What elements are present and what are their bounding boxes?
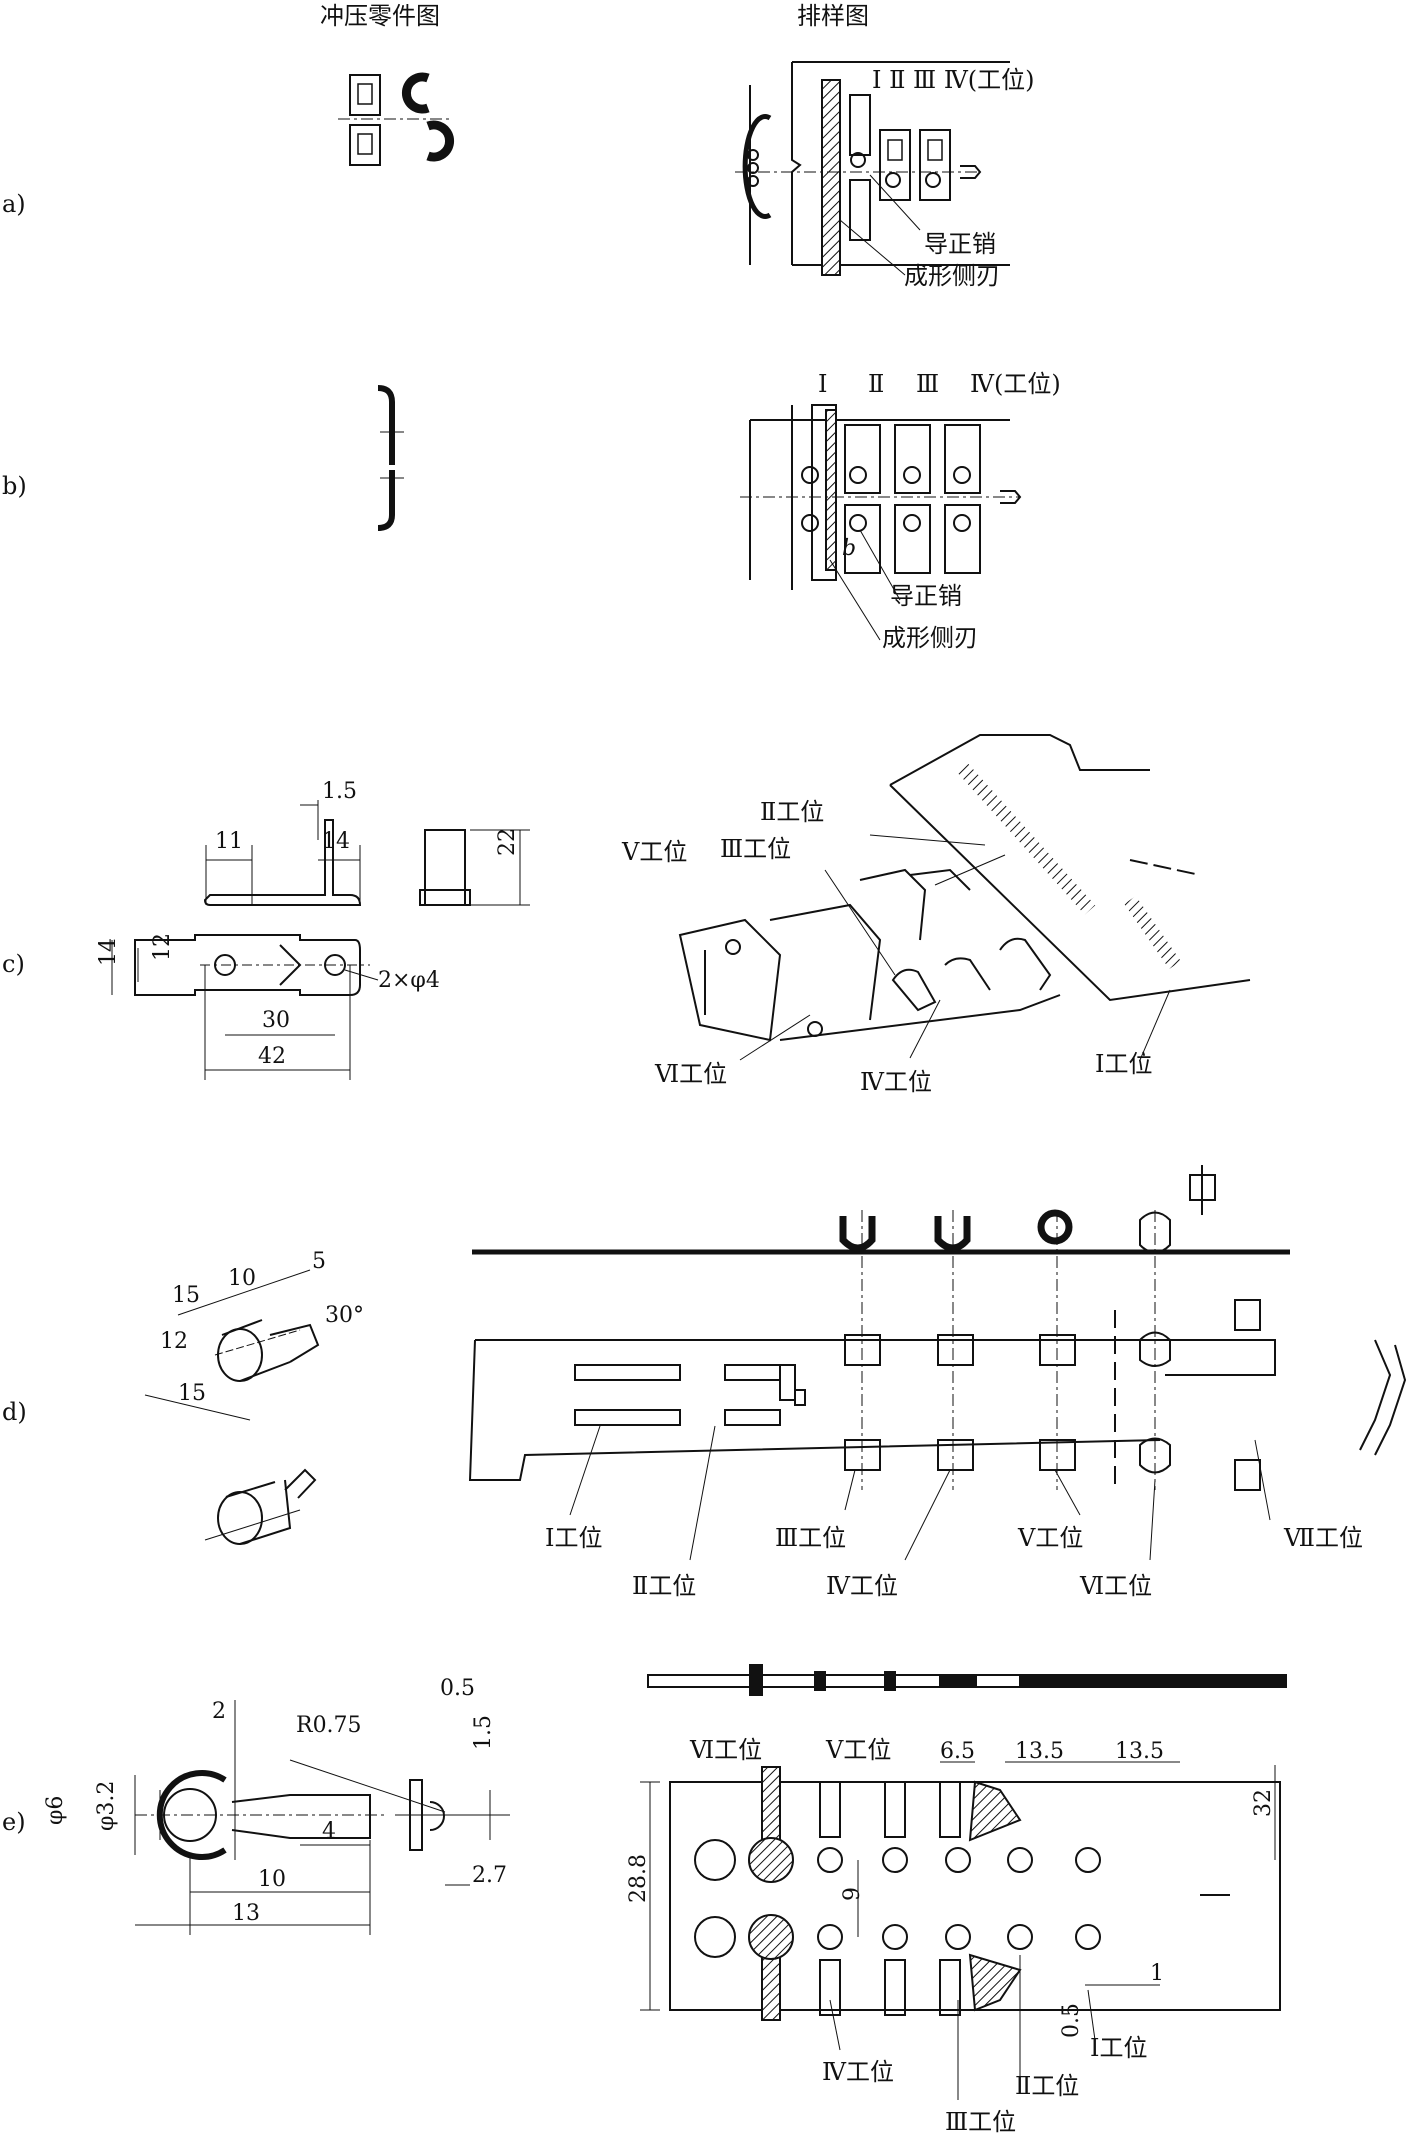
row-e-dim-6-5: 6.5 [940, 1739, 975, 1764]
row-a-part-drawing [338, 72, 454, 166]
row-e-dim-r075: R0.75 [296, 1713, 362, 1738]
row-d-station-7: Ⅶ工位 [1283, 1524, 1363, 1552]
row-e-dim-phi3-2: φ3.2 [94, 1781, 119, 1831]
row-b-station-2: Ⅱ [868, 370, 884, 398]
row-b-station-3: Ⅲ [916, 370, 939, 398]
row-e-dim-13: 13 [232, 1901, 260, 1926]
row-b-forming-side-cutter-label: 成形侧刃 [882, 624, 978, 652]
header-layout-drawing: 排样图 [797, 2, 869, 30]
row-d-dim-30deg: 30° [325, 1303, 364, 1328]
row-d-station-4: Ⅳ工位 [826, 1572, 898, 1600]
row-d-dim-10: 10 [228, 1266, 256, 1291]
row-e-dim-28-8: 28.8 [626, 1854, 651, 1903]
row-a-layout [735, 61, 1010, 276]
row-c-layout [678, 734, 1251, 1061]
row-d-dim-12: 12 [160, 1329, 188, 1354]
row-e-dim-10: 10 [258, 1867, 286, 1892]
row-e-label: e) [2, 1808, 26, 1836]
row-e-station-3: Ⅲ工位 [945, 2108, 1016, 2136]
row-d-station-1: Ⅰ工位 [545, 1524, 602, 1552]
row-e-dim-0-5b: 0.5 [1059, 2003, 1084, 2038]
row-b-pilot-pin-label: 导正销 [890, 582, 962, 610]
row-a-pilot-pin-label: 导正销 [924, 230, 996, 258]
row-c-station-3: Ⅲ工位 [720, 835, 791, 863]
row-e-dim-2-7: 2.7 [472, 1863, 507, 1888]
row-e-dim-32: 32 [1251, 1789, 1276, 1817]
row-c-dim-22: 22 [495, 828, 520, 856]
row-c-dim-11: 11 [215, 829, 243, 854]
row-b-station-1: Ⅰ [818, 370, 827, 398]
row-c-dim-12: 12 [150, 933, 175, 961]
row-c-dim-14-top: 14 [322, 829, 350, 854]
row-e-dim-1: 1 [1150, 1961, 1164, 1986]
row-c-station-4: Ⅳ工位 [860, 1068, 932, 1096]
row-d-dim-5: 5 [312, 1249, 326, 1274]
row-e-dim-4: 4 [322, 1819, 336, 1844]
row-e-dim-phi6: φ6 [43, 1796, 68, 1825]
row-c-station-5: Ⅴ工位 [621, 838, 687, 866]
row-e-dim-13-5a: 13.5 [1015, 1739, 1064, 1764]
row-e-station-4: Ⅳ工位 [822, 2058, 894, 2086]
row-e-dim-9: 9 [840, 1887, 865, 1901]
row-c-station-1: Ⅰ工位 [1095, 1050, 1152, 1078]
row-d-label: d) [2, 1398, 27, 1426]
row-e-dim-13-5b: 13.5 [1115, 1739, 1164, 1764]
row-e-dim-1-5: 1.5 [471, 1715, 496, 1750]
row-a-stations-label: Ⅰ Ⅱ Ⅲ Ⅳ(工位) [872, 66, 1035, 94]
row-d-dim-15b: 15 [178, 1381, 206, 1406]
row-b-layout [740, 404, 1022, 641]
row-b-b-mark: b [842, 536, 856, 561]
row-d-layout [468, 1165, 1407, 1561]
row-e-part-drawing [134, 1700, 510, 1935]
row-c-dim-14-side: 14 [96, 938, 121, 966]
row-a-forming-side-cutter-label: 成形侧刃 [904, 262, 1000, 290]
row-c-dim-holes: 2×φ4 [378, 968, 440, 993]
row-e-station-6: Ⅵ工位 [689, 1736, 762, 1764]
row-e-station-2: Ⅱ工位 [1015, 2072, 1079, 2100]
row-b-label: b) [2, 472, 27, 500]
row-e-station-5: Ⅴ工位 [825, 1736, 891, 1764]
row-c-label: c) [2, 950, 25, 978]
row-e-dim-0-5: 0.5 [440, 1676, 475, 1701]
row-e-layout [640, 1664, 1287, 2100]
row-c-station-6: Ⅵ工位 [654, 1060, 727, 1088]
row-c-dim-30: 30 [262, 1008, 290, 1033]
row-c-dim-1-5: 1.5 [322, 779, 357, 804]
row-b-station-4: Ⅳ(工位) [970, 370, 1061, 398]
row-a-label: a) [2, 190, 26, 218]
header-part-drawing: 冲压零件图 [320, 2, 440, 30]
row-c-part-drawing [111, 800, 530, 1080]
row-e-station-1: Ⅰ工位 [1090, 2034, 1147, 2062]
row-d-part-drawing [144, 1269, 320, 1545]
row-d-station-2: Ⅱ工位 [632, 1572, 696, 1600]
row-d-station-5: Ⅴ工位 [1017, 1524, 1083, 1552]
row-c-station-2: Ⅱ工位 [760, 798, 824, 826]
row-b-part-drawing [377, 385, 404, 531]
row-d-dim-15a: 15 [172, 1283, 200, 1308]
row-d-station-3: Ⅲ工位 [775, 1524, 846, 1552]
row-c-dim-42: 42 [258, 1044, 286, 1069]
row-e-dim-2: 2 [212, 1699, 226, 1724]
row-d-station-6: Ⅵ工位 [1079, 1572, 1152, 1600]
